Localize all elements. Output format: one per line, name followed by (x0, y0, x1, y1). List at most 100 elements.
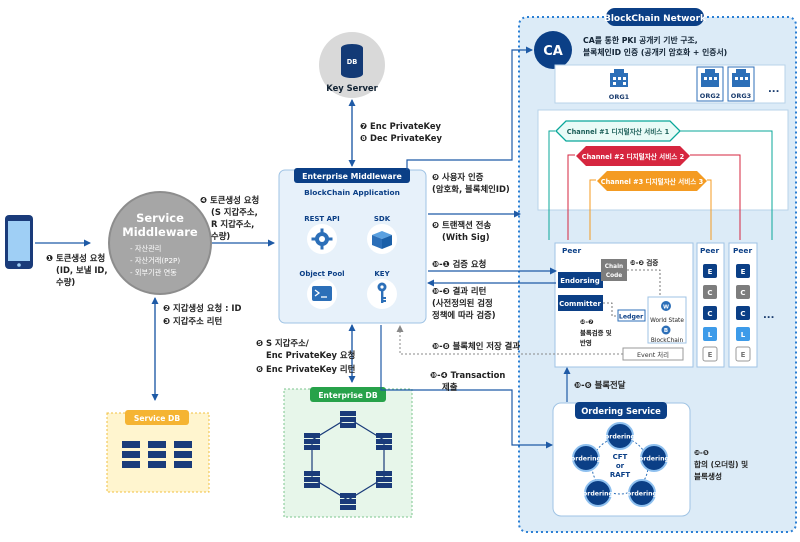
chaincode-label2: Code (606, 273, 622, 279)
channel3-banner (597, 171, 707, 191)
phone-step1: ❶ 토큰생성 요청 (46, 253, 105, 263)
server-cluster-icon (304, 411, 392, 510)
result-return-step: ❿-❸ 결과 리턴 (432, 286, 487, 296)
service-middleware-item1: - 자산관리 (130, 244, 161, 253)
enc-privatekey-step: ❼ Enc PrivateKey (360, 121, 442, 131)
ca-line1: CA를 통한 PKI 공개키 기반 구조, (583, 35, 698, 45)
committer-label: Committer (559, 300, 601, 308)
world-state-icon (661, 301, 671, 311)
enterprise-middleware: Enterprise Middleware BlockChain Applica… (278, 168, 427, 324)
org1-icon (610, 69, 628, 87)
enc-step5-line2: Enc PrivateKey 요청 (266, 350, 355, 360)
network-title-pill (606, 8, 704, 26)
peer3-event-icon (735, 346, 751, 362)
peer3-icon-label-0: E (741, 268, 746, 276)
ordering-node-top-label: ordering (605, 434, 635, 441)
service-middleware-item2: - 자산거래(P2P) (130, 256, 180, 265)
channel3-label: Channel #3 디지털자산 서비스 3 (601, 177, 704, 186)
key-server-label: Key Server (326, 83, 378, 93)
auth-step9: ❾ 사용자 인증 (432, 172, 484, 182)
peer3-chaincode-icon (736, 285, 750, 299)
endorsing-label: Endorsing (560, 277, 600, 285)
service-middleware: Service Middleware - 자산관리 - 자산거래(P2P) - … (108, 191, 212, 295)
ordering-center1: CFT (613, 453, 628, 461)
org3-label: ORG3 (731, 92, 751, 100)
ordering-title-box (575, 402, 667, 419)
enterprise-db: Enterprise DB (283, 387, 413, 518)
token-step4-line3: R 지갑주소, (211, 219, 254, 229)
ordering-title: Ordering Service (581, 406, 661, 416)
blockchain-network: BlockChain Network CA CA를 통한 PKI 공개키 기반 … (518, 8, 797, 533)
peer-verify-label: ❿-❷ 검증 (630, 258, 658, 267)
ledger-box (617, 309, 646, 322)
tx-submit-step: ❿-❹ Transaction (430, 370, 505, 380)
ordering-node-bottom-left-label: ordering (583, 491, 613, 498)
key-server: DB Key Server (319, 32, 385, 98)
rest-api-label: REST API (304, 215, 340, 223)
terminal-icon (312, 286, 332, 301)
peer3-icon-label-2: C (740, 310, 745, 318)
service-db: Service DB (106, 410, 210, 493)
block-verify-step: ❿-❼ (580, 318, 594, 326)
peer3-icon-label-1: C (740, 289, 745, 297)
peer3-endorser-icon (736, 264, 750, 278)
channel2-label: Channel #2 디지털자산 서비스 2 (582, 152, 685, 161)
chaincode-box (601, 259, 627, 281)
token-step4-line4: 수량) (211, 231, 230, 241)
peer2-event-icon (702, 346, 718, 362)
wallet-step3: ❸ 지갑주소 리턴 (163, 316, 222, 326)
blockchain-icon (661, 325, 671, 335)
peer3-label: Peer (733, 246, 752, 255)
ordering-node-left (572, 444, 600, 472)
key-server-db-label: DB (347, 58, 358, 66)
peer2-icon-label-0: E (708, 268, 713, 276)
object-pool-label: Object Pool (299, 270, 344, 278)
world-state-icon-label: W (663, 305, 669, 311)
peer3 (728, 242, 758, 368)
peer2-icons: E C C L E (702, 264, 718, 362)
ordering-center2: or (616, 462, 625, 470)
peer2-icon-label-3: L (708, 331, 713, 339)
ordering-center3: RAFT (610, 471, 631, 479)
peer3-committer-icon (736, 306, 750, 320)
token-step4-line2: (S 지갑주소, (211, 207, 258, 217)
ordering-node-right (640, 444, 668, 472)
key-icon (377, 282, 387, 303)
ordering-node-right-label: ordering (639, 456, 669, 463)
service-middleware-item3: - 외부기관 연동 (130, 268, 177, 277)
ordering-node-bottom-right-label: ordering (627, 491, 657, 498)
ordering-node-bottom-right (628, 479, 656, 507)
blockchain-icon-label: B (664, 328, 668, 334)
consensus-line2: 블록생성 (694, 471, 722, 481)
org-ellipsis: ... (768, 84, 779, 95)
consensus-step: ❿-❺ (694, 449, 709, 457)
enterprise-db-label: Enterprise DB (318, 391, 378, 400)
network-title: BlockChain Network (604, 14, 707, 24)
org2-label: ORG2 (700, 92, 720, 100)
service-middleware-title2: Middleware (122, 225, 198, 239)
event-label: Event 처리 (637, 350, 669, 359)
key-label: KEY (374, 270, 390, 278)
channel1-label: Channel #1 디지털자산 서비스 1 (567, 127, 670, 136)
tx-send-step: ❾ 트랜잭션 전송 (432, 220, 491, 230)
dec-privatekey-step: ❽ Dec PrivateKey (360, 133, 442, 143)
verify-request-step: ❿-❶ 검증 요청 (432, 259, 486, 269)
org1-label: ORG1 (609, 93, 630, 101)
ca-badge-label: CA (543, 44, 563, 59)
ordering-node-left-label: ordering (571, 456, 601, 463)
ordering-nodes: ordering ordering ordering ordering orde… (571, 422, 669, 507)
block-verify-text2: 반영 (580, 338, 592, 347)
peer2-chaincode-icon (703, 285, 717, 299)
wallet-step2: ❷ 지갑생성 요청 : ID (163, 303, 241, 313)
block-deliver-step: ❿-❻ 블록전달 (574, 380, 626, 390)
committer-box (558, 295, 603, 311)
enc-step6: ❻ Enc PrivateKey 리턴 (256, 364, 356, 374)
ca-badge (534, 31, 572, 69)
auth-step9-line2: (암호화, 블록체인ID) (432, 184, 510, 194)
chaincode-label1: Chain (605, 264, 623, 270)
service-middleware-title1: Service (136, 211, 184, 225)
endorsing-box (558, 272, 603, 288)
channel1-banner (555, 120, 681, 142)
ordering-node-top (606, 422, 634, 450)
